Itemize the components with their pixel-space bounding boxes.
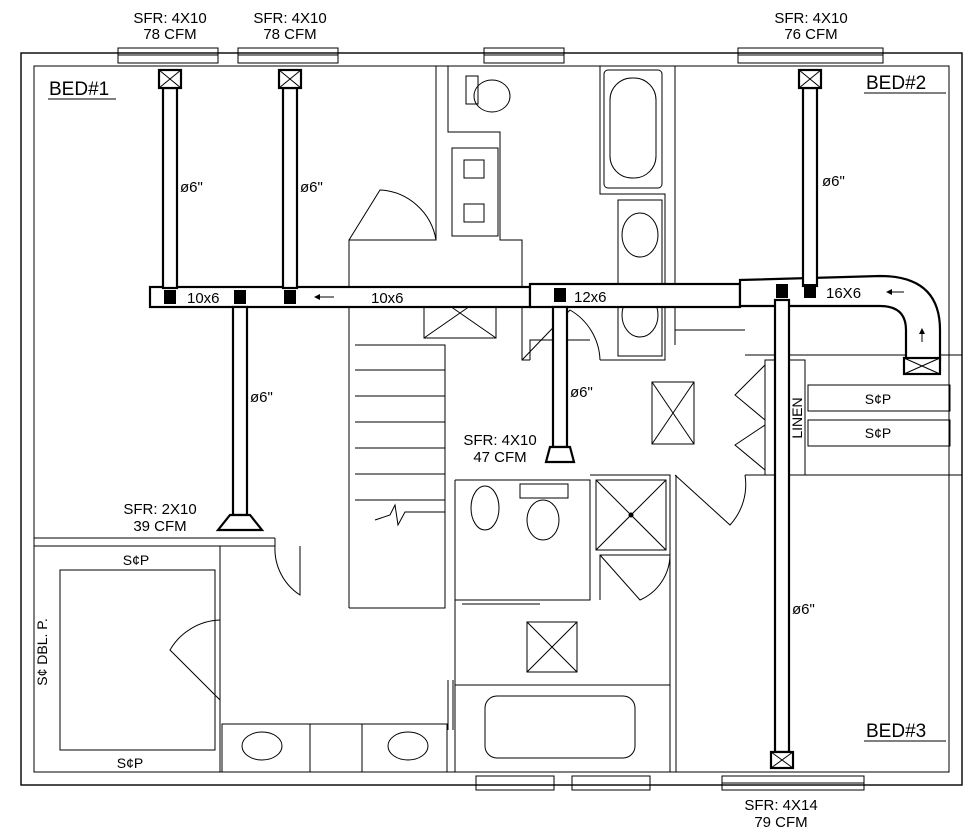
register-cfm-bed1-c: 39 CFM xyxy=(133,518,186,535)
register-cfm-bed3: 79 CFM xyxy=(754,814,807,831)
closet-labels: S¢P S¢P S¢P S¢P S¢ DBL. P. xyxy=(34,391,891,771)
fixtures xyxy=(241,69,667,761)
windows-bottom xyxy=(475,775,865,791)
doors xyxy=(169,189,766,701)
room-label-bed2: BED#2 xyxy=(866,73,926,94)
duct-label-branch-4: ø6" xyxy=(250,389,273,406)
room-label-linen: LINEN xyxy=(789,397,805,438)
room-label-bed3: BED#3 xyxy=(866,721,926,742)
closet-label-top: S¢P xyxy=(123,552,149,568)
duct-label-branch-3: ø6" xyxy=(822,173,845,190)
room-label-bed1: BED#1 xyxy=(49,79,109,100)
closet-label-double-pole: S¢ DBL. P. xyxy=(34,618,50,685)
duct-label-trunk-c: 12x6 xyxy=(574,289,607,306)
register-cfm-bed2: 76 CFM xyxy=(784,26,837,43)
closet-label-shelf-1: S¢P xyxy=(865,391,891,407)
exterior-walls xyxy=(20,52,963,786)
closet-label-shelf-2: S¢P xyxy=(865,425,891,441)
duct-label-branch-5: ø6" xyxy=(570,384,593,401)
register-cfm-bed1-a: 78 CFM xyxy=(143,26,196,43)
register-label-hall: SFR: 4X10 xyxy=(463,432,536,449)
room-labels: BED#1 BED#2 BED#3 LINEN xyxy=(48,73,946,742)
register-label-bed1-a: SFR: 4X10 xyxy=(133,10,206,27)
flow-arrows xyxy=(314,289,925,342)
duct-branches xyxy=(161,86,819,754)
register-label-bed3: SFR: 4X14 xyxy=(744,797,817,814)
duct-label-branch-1: ø6" xyxy=(180,179,203,196)
register-label-bed1-b: SFR: 4X10 xyxy=(253,10,326,27)
duct-labels: 10x6 10x6 12x6 16X6 ø6" ø6" ø6" ø6" ø6" … xyxy=(180,173,861,618)
interior-walls xyxy=(34,66,962,773)
duct-label-trunk-d: 16X6 xyxy=(826,285,861,302)
windows-top xyxy=(117,47,884,64)
register-label-bed2: SFR: 4X10 xyxy=(774,10,847,27)
stairs xyxy=(355,369,445,527)
closet-label-bottom: S¢P xyxy=(117,755,143,771)
register-labels: SFR: 4X10 78 CFM SFR: 4X10 78 CFM SFR: 4… xyxy=(123,10,847,831)
duct-label-trunk-b: 10x6 xyxy=(371,290,404,307)
register-cfm-hall: 47 CFM xyxy=(473,449,526,466)
registers xyxy=(157,68,823,770)
duct-label-branch-2: ø6" xyxy=(300,179,323,196)
register-cfm-bed1-b: 78 CFM xyxy=(263,26,316,43)
duct-trunk xyxy=(148,274,942,376)
duct-label-branch-6: ø6" xyxy=(792,601,815,618)
register-label-bed1-c: SFR: 2X10 xyxy=(123,501,196,518)
duct-label-trunk-a: 10x6 xyxy=(187,290,220,307)
